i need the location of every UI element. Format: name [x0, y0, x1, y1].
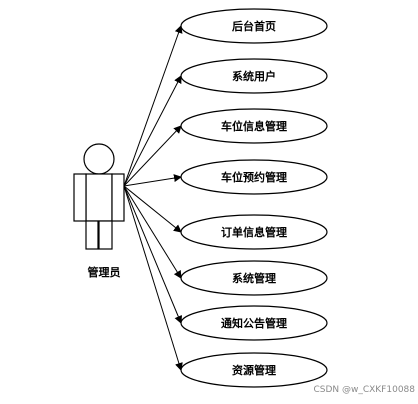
use-case-ellipse [180, 352, 328, 388]
watermark: CSDN @w_CXKF10088 [313, 385, 415, 395]
association-arrow [123, 75, 182, 187]
association-lines [123, 25, 183, 371]
use-case-label: 资源管理 [232, 363, 276, 377]
actor-left-leg [85, 220, 99, 250]
use-case: 订单信息管理 [180, 214, 328, 250]
use-case-label: 车位信息管理 [221, 119, 287, 133]
use-case-label: 车位预约管理 [221, 170, 287, 184]
use-case: 资源管理 [180, 352, 328, 388]
association-arrow [123, 125, 182, 187]
use-case-ellipse [180, 260, 328, 296]
use-case-ellipse [180, 159, 328, 195]
use-case-label: 系统管理 [232, 271, 276, 285]
use-case: 车位信息管理 [180, 108, 328, 144]
actor-label: 管理员 [87, 266, 121, 279]
actor-right-leg [98, 220, 113, 250]
association-arrow [123, 185, 182, 233]
use-case-ellipse [180, 8, 328, 44]
association-arrow [123, 25, 183, 187]
use-case: 车位预约管理 [180, 159, 328, 195]
actor-body [85, 173, 113, 222]
actor-head [83, 143, 115, 175]
use-case: 通知公告管理 [180, 305, 328, 341]
actor-left-arm [73, 173, 87, 222]
use-case-label: 通知公告管理 [221, 316, 287, 330]
association-arrow [123, 174, 182, 187]
use-case-label: 系统用户 [232, 69, 276, 83]
association-arrow [123, 185, 183, 324]
use-case-label: 后台首页 [232, 19, 276, 33]
use-case: 系统用户 [180, 58, 328, 94]
use-case: 系统管理 [180, 260, 328, 296]
actor-figure [73, 143, 125, 250]
use-case-ellipse [180, 58, 328, 94]
use-case: 后台首页 [180, 8, 328, 44]
association-arrow [123, 185, 182, 279]
actor-right-arm [111, 173, 125, 222]
use-case-ellipse [180, 305, 328, 341]
use-case-ellipse [180, 108, 328, 144]
use-case-label: 订单信息管理 [221, 225, 287, 239]
use-case-ellipse [180, 214, 328, 250]
association-arrow [123, 185, 183, 371]
